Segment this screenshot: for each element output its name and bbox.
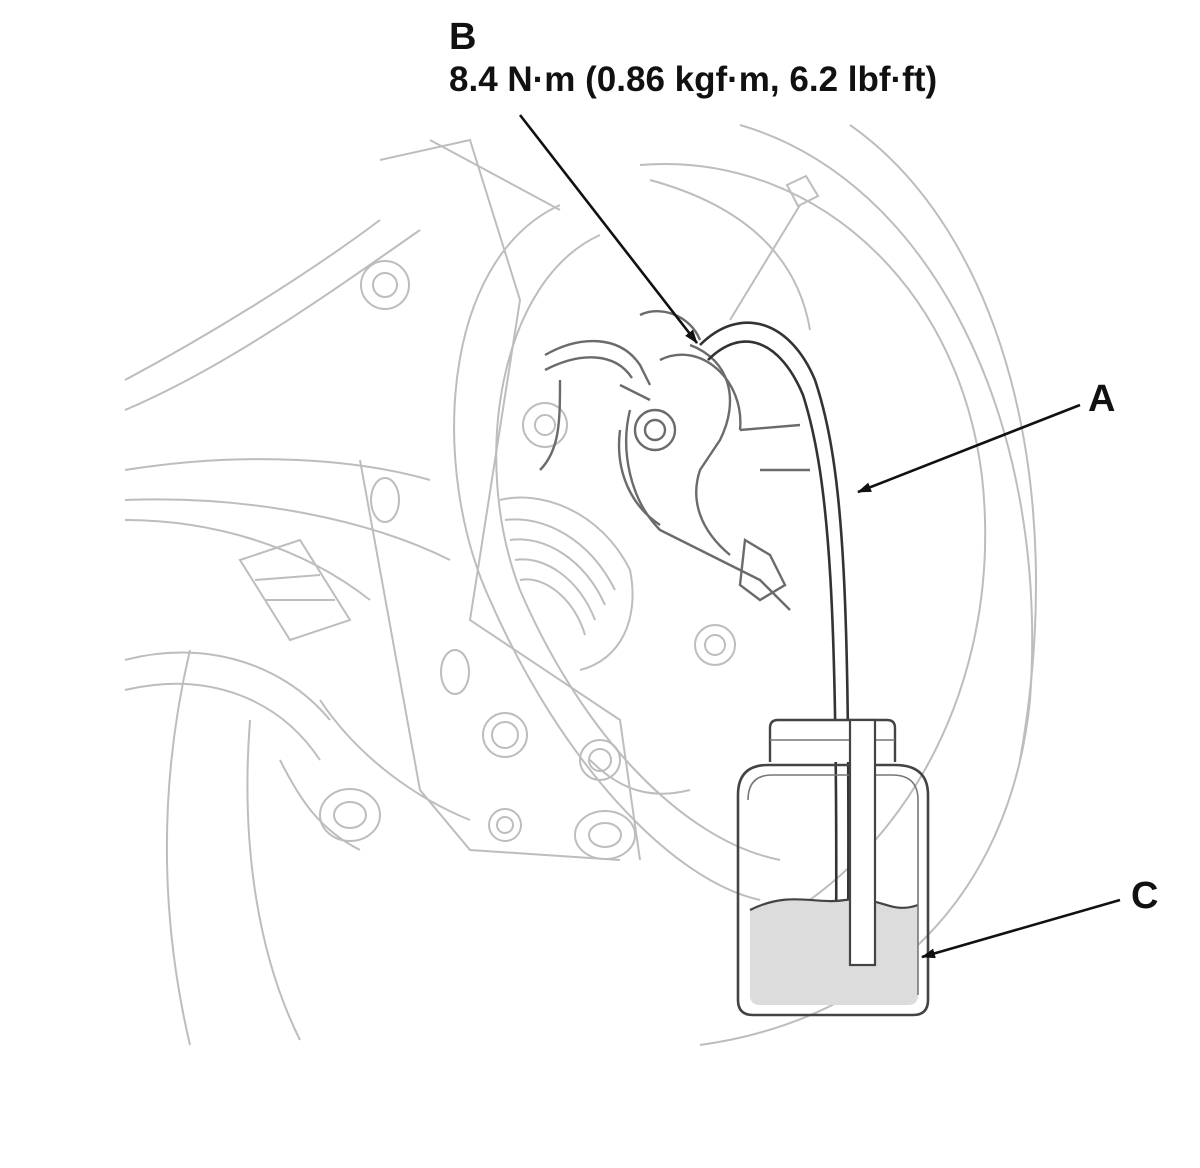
leader-lines <box>518 114 1121 959</box>
leader-line-c <box>921 898 1121 959</box>
callout-b-torque-spec: 8.4 N·m (0.86 kgf·m, 6.2 lbf·ft) <box>449 60 938 99</box>
bleeder-hose <box>699 321 850 961</box>
leader-line-a <box>857 403 1081 494</box>
callout-c-letter: C <box>1131 875 1159 917</box>
leader-line-b <box>518 114 699 344</box>
suspension-line-art <box>124 124 1037 1046</box>
callout-b-letter: B <box>449 16 477 58</box>
brake-caliper <box>539 310 810 611</box>
collection-bottle <box>736 718 930 1017</box>
callout-a-letter: A <box>1088 378 1116 420</box>
